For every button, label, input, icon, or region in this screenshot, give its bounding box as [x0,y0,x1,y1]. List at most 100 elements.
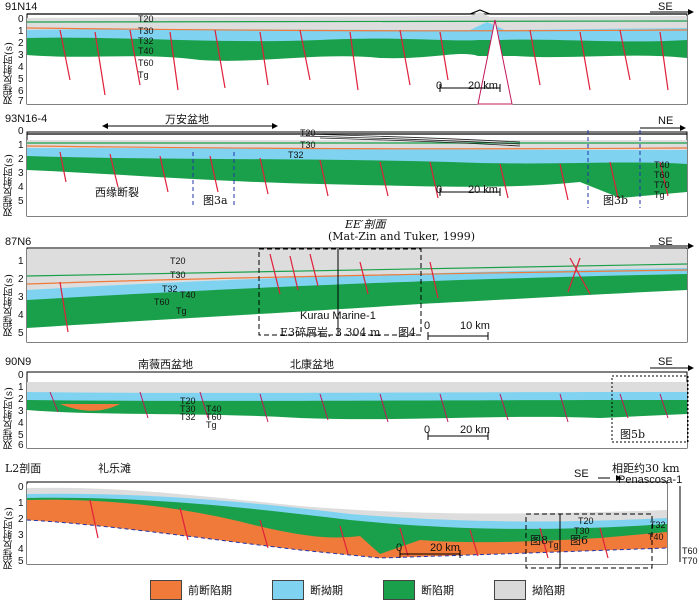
horizon-label: Tg [206,420,217,430]
panel-id: 91N14 [5,1,38,13]
figure-ref: 图3a [203,194,228,207]
well-name: Kurau Marine-1 [300,310,376,322]
tick: 3 [18,50,24,61]
horizon-label: T60 [154,297,170,307]
scale-zero: 0 [424,424,431,436]
scale-label: 20 km [460,424,490,436]
figure-ref: 图3b [603,194,629,207]
tick: 3 [18,406,24,417]
panel-id: 93N16-4 [5,113,48,125]
tick: 1 [18,382,24,393]
tick: 1 [18,498,24,509]
horizon-label: T20 [180,396,196,406]
tick: 4 [18,62,24,73]
legend-item: 断拗期 [272,580,343,600]
horizon-label: T30 [180,404,196,414]
section-90N9 [26,365,694,449]
tick: 5 [18,328,24,339]
legend-item: 前断陷期 [150,580,232,600]
panel-90N9: 90N9 南薇西盆地 北康盆地 SE 双程反射时(s) 0 1 2 3 4 5 … [0,352,700,452]
tick: 5 [18,556,24,567]
tick: 2 [18,38,24,49]
scale-label: 20 km [468,80,498,92]
horizon-label: T20 [300,128,316,138]
tick: 4 [18,418,24,429]
tick: 0 [18,370,24,381]
tick: 6 [18,440,24,451]
legend-label: 断拗期 [310,584,343,597]
legend-item: 拗陷期 [494,580,565,600]
scale-zero: 0 [436,184,443,196]
tick: 7 [18,96,24,107]
scale-zero: 0 [436,80,443,92]
tick: 3 [18,168,24,179]
horizon-label: T30 [574,526,590,536]
horizon-label: T70 [682,556,698,566]
horizon-label: T32 [650,520,666,530]
horizon-label: T40 [648,532,664,542]
well-name: Penascosa-1 [618,474,683,486]
direction-label: SE [658,1,673,13]
horizon-label: T20 [170,256,186,266]
direction-label: SE [574,468,589,480]
tick: 6 [18,86,24,97]
panel-93N16-4: 93N16-4 万安盆地 NE 双程反射时(s) 0 1 2 3 4 5 西缘 [0,112,700,224]
tick: 4 [18,310,24,321]
distance-label: 相距约30 km [612,462,680,475]
horizon-label: T60 [206,412,222,422]
horizon-label: Tg [654,190,665,200]
tick: 1 [18,26,24,37]
section-93N16-4 [26,123,688,217]
section-91N14 [26,9,694,105]
panel-91N14: 91N14 SE 双程反射时(s) 0 1 2 3 4 5 6 7 0 20 k… [0,0,700,110]
scale-label: 20 km [430,542,460,554]
tick: 2 [18,154,24,165]
tick: 4 [18,182,24,193]
tick: 0 [18,14,24,25]
horizon-label: Tg [176,306,187,316]
tick: 4 [18,544,24,555]
legend-swatch [494,580,526,600]
direction-label: SE [658,236,673,248]
legend-label: 前断陷期 [188,584,232,597]
legend-item: 断陷期 [383,580,454,600]
legend: 前断陷期 断拗期 断陷期 拗陷期 [150,580,565,600]
panel-L2: L2剖面 礼乐滩 SE 相距约30 km Penascosa-1 双程反射时(s… [0,458,700,573]
horizon-label: T30 [300,140,316,150]
horizon-label: T70 [654,180,670,190]
tick: 0 [18,482,24,493]
tick: 1 [18,140,24,151]
horizon-label: T30 [138,26,154,36]
direction-label: SE [658,356,673,368]
legend-label: 拗陷期 [532,584,565,597]
horizon-label: T20 [578,516,594,526]
horizon-label: T60 [682,546,698,556]
horizon-label: T40 [180,290,196,300]
panel-87N6: 87N6 EE′剖面 (Mat-Zin and Tuker, 1999) SE … [0,218,700,344]
section-L2 [26,475,681,569]
horizon-label: T30 [170,270,186,280]
horizon-label: T32 [162,284,178,294]
tick: 3 [18,530,24,541]
horizon-label: T32 [180,412,196,422]
direction-label: NE [658,115,674,127]
panel-id: 90N9 [5,356,32,368]
tick: 2 [18,394,24,405]
horizon-label: T60 [654,170,670,180]
well-note: E3碎屑岩, 3 304 m [280,326,381,339]
horizon-label: T20 [138,14,154,24]
horizon-label: T40 [654,160,670,170]
panel-id: 87N6 [5,236,32,248]
tick: 2 [18,514,24,525]
scale-zero: 0 [396,542,403,554]
citation: (Mat-Zin and Tuker, 1999) [328,230,476,243]
section-87N6 [26,243,694,343]
tick: 1 [18,256,24,267]
horizon-label: T40 [206,404,222,414]
figure-ref: 图5b [620,428,646,441]
horizon-label: T60 [138,58,154,68]
basin-label: 万安盆地 [165,113,209,126]
figure-ref: 图8 [530,534,548,547]
legend-swatch [150,580,182,600]
tick: 5 [18,430,24,441]
